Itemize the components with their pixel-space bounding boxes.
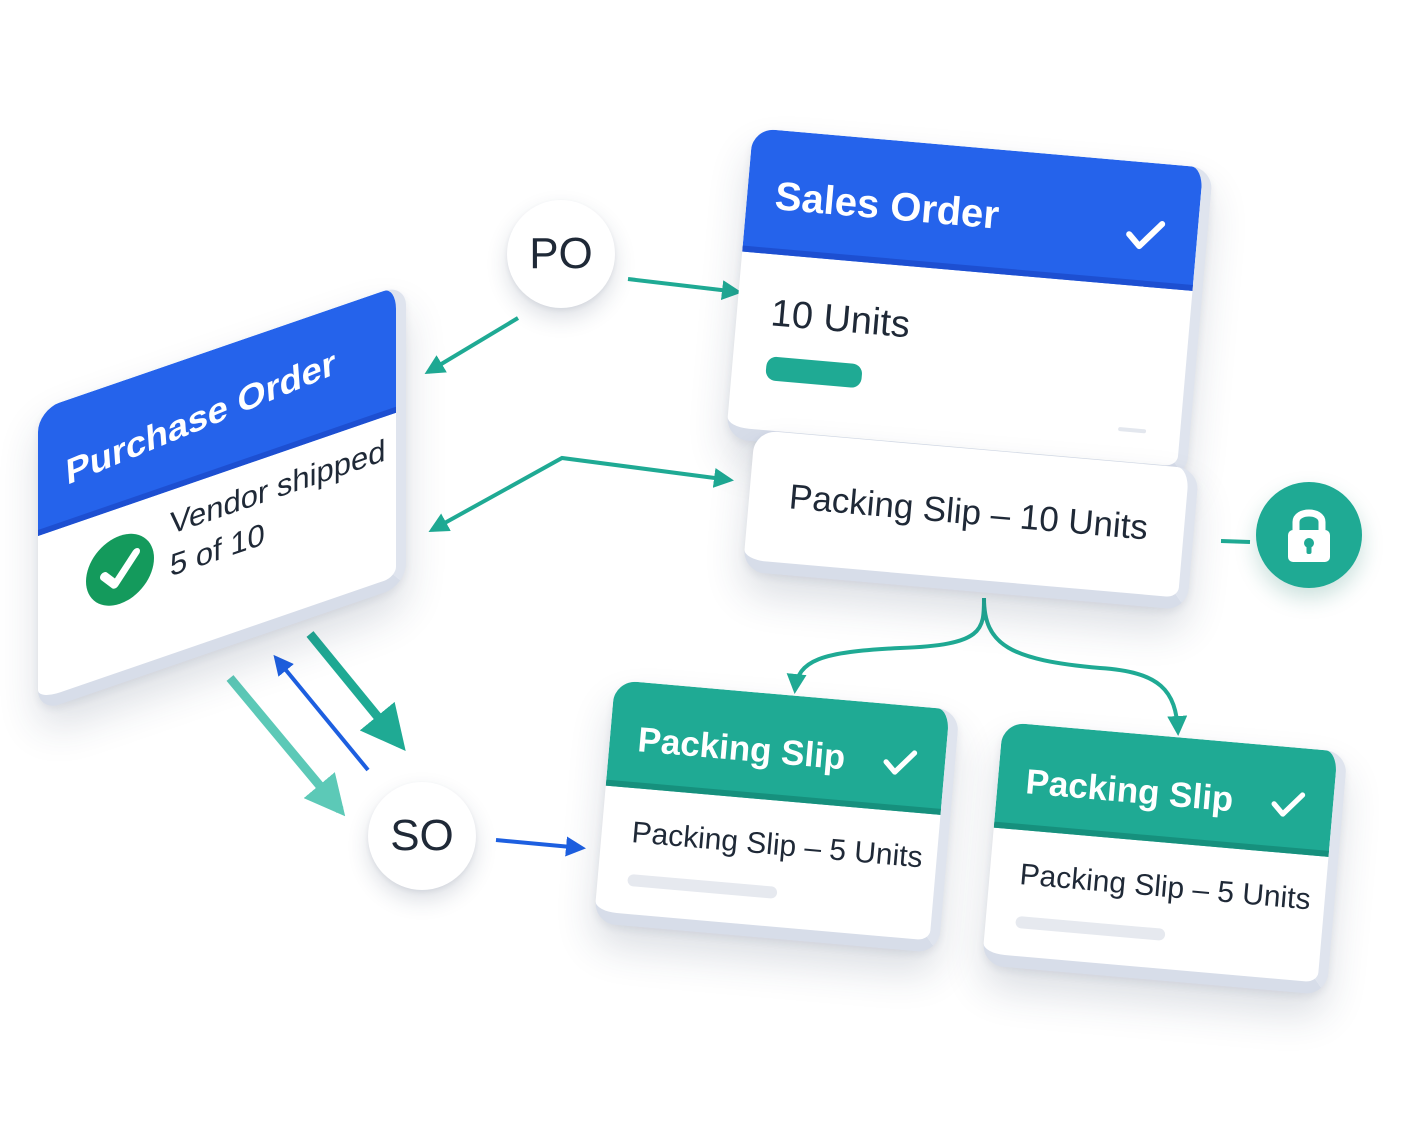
packing-slip-title: Packing Slip (1024, 762, 1235, 820)
sales-order-placeholder-line (1117, 426, 1147, 434)
so-node[interactable]: SO (368, 782, 476, 890)
packing-slip-text: Packing Slip – 5 Units (630, 816, 924, 875)
packing-slip-title: Packing Slip (636, 720, 847, 778)
check-icon (1126, 221, 1166, 250)
lock-node[interactable] (1256, 482, 1362, 588)
so-label: SO (390, 811, 454, 860)
arrow-po-to-purchase-order (424, 316, 520, 375)
check-icon (1271, 792, 1306, 817)
sales-order-progress-bar (765, 356, 863, 389)
check-icon (883, 750, 918, 775)
check-circle-icon (86, 533, 154, 606)
arrow-purchase-order-to-so (306, 631, 406, 751)
sales-order-header: Sales Order (742, 128, 1204, 291)
packing-slip-main-text: Packing Slip – 10 Units (787, 477, 1150, 548)
packing-slip-text: Packing Slip – 5 Units (1018, 858, 1312, 917)
packing-slip-card[interactable]: Packing Slip Packing Slip – 5 Units (981, 722, 1348, 996)
packing-slip-placeholder-line (627, 873, 778, 899)
arrow-fork-left (786, 597, 986, 694)
arrow-purchase-order-packing-slip (428, 455, 734, 532)
packing-slip-placeholder-line (1015, 915, 1166, 941)
packing-slip-header: Packing Slip (605, 680, 950, 815)
purchase-order-card[interactable]: Purchase Order Vendor shipped 5 of 10 (38, 283, 406, 712)
lock-icon (1288, 509, 1330, 562)
arrow-po-to-sales-order (627, 277, 742, 301)
arrow-purchase-order-to-so-light (226, 675, 346, 817)
arrow-so-to-packing-slip (495, 836, 586, 857)
packing-slip-card[interactable]: Packing Slip Packing Slip – 5 Units (593, 680, 960, 954)
sales-order-title: Sales Order (773, 174, 1001, 238)
arrow-fork-right (982, 597, 1188, 736)
po-label: PO (529, 229, 593, 278)
arrow-so-to-purchase-order (273, 654, 370, 772)
sales-order-quantity: 10 Units (769, 292, 912, 347)
po-node[interactable]: PO (507, 200, 615, 308)
sales-order-card[interactable]: Sales Order 10 Units (725, 128, 1214, 480)
packing-slip-header: Packing Slip (993, 722, 1338, 857)
connector-packing-slip-to-lock (1220, 539, 1251, 544)
